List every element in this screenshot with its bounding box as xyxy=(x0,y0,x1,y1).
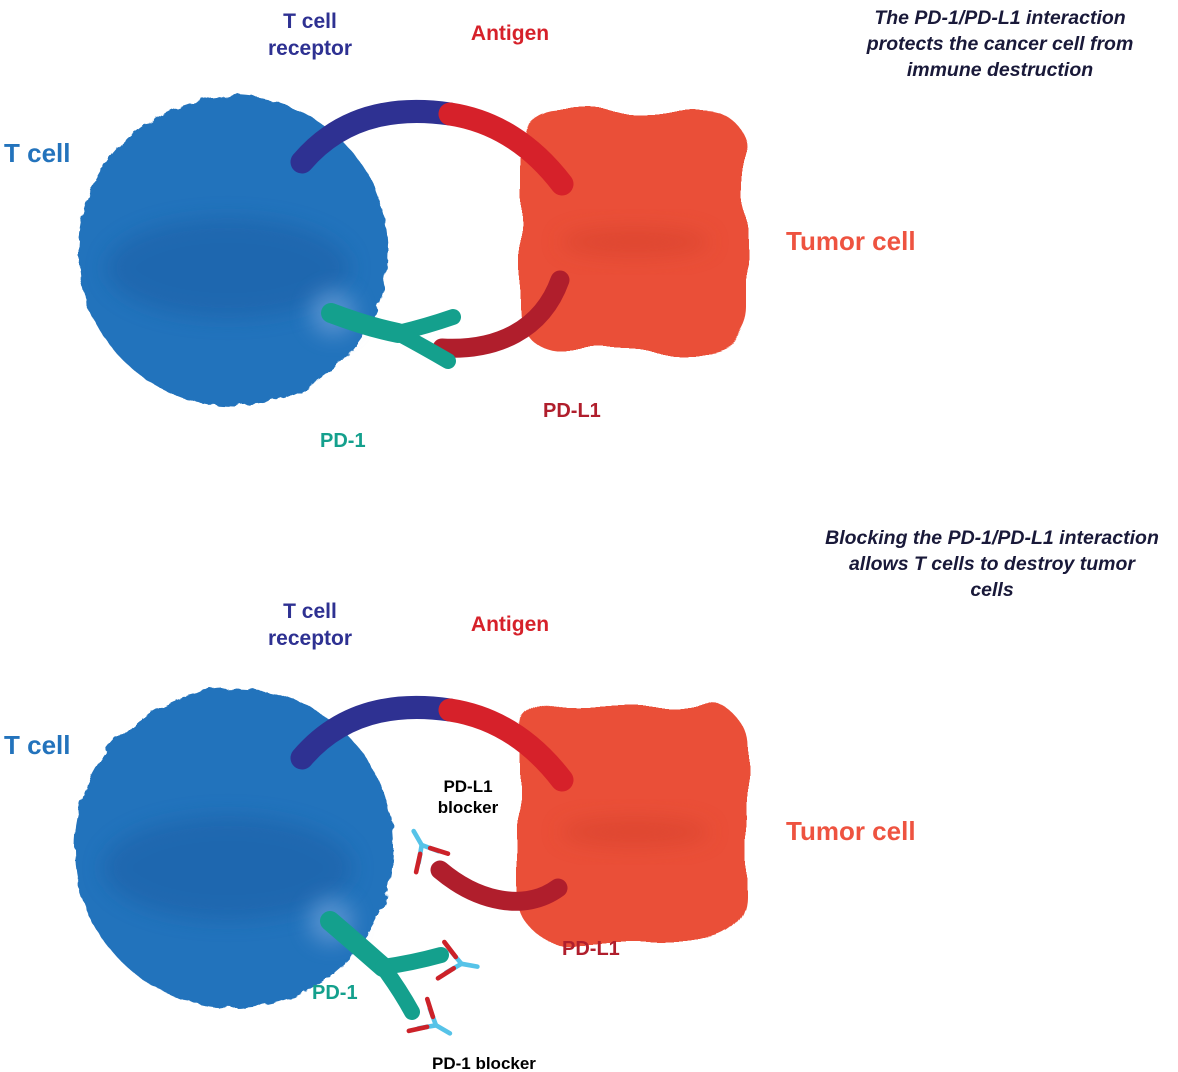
t-cell-receptor-label-line2: receptor xyxy=(267,627,353,650)
headline-bottom-line3: cells xyxy=(970,579,1014,601)
antigen-arm xyxy=(438,698,574,792)
tumor-cell-label-bottom: Tumor cell xyxy=(786,816,916,846)
pd1-receptor-y xyxy=(320,911,449,1020)
pd1-receptor-y xyxy=(321,303,461,369)
headline-top: The PD-1/PD-L1 interaction protects the … xyxy=(830,5,1170,83)
t-cell-receptor-label-line2: receptor xyxy=(267,37,353,60)
t-cell-inner-shading xyxy=(103,816,353,920)
pdl1-ligand-arm xyxy=(430,860,568,911)
headline-bottom-line2: allows T cells to destroy tumor xyxy=(848,553,1136,575)
pdl1-label-top: PD-L1 xyxy=(543,400,601,422)
tumor-cell-inner-shading xyxy=(560,817,710,847)
panel-bottom-figure xyxy=(74,688,749,1049)
panel-top-figure xyxy=(78,96,749,406)
antigen-label-top: Antigen xyxy=(470,22,550,45)
headline-top-line3: immune destruction xyxy=(906,59,1094,81)
tumor-cell-label-top: Tumor cell xyxy=(786,226,916,256)
headline-bottom: Blocking the PD-1/PD-L1 interaction allo… xyxy=(806,525,1178,603)
antigen-label-bottom: Antigen xyxy=(470,613,550,636)
headline-top-line1: The PD-1/PD-L1 interaction xyxy=(874,7,1126,29)
pd1-blocker-label: PD-1 blocker xyxy=(432,1054,536,1072)
pd1-label-bottom: PD-1 xyxy=(312,982,358,1004)
t-cell-inner-shading xyxy=(106,218,350,318)
antigen-arm xyxy=(438,102,574,196)
headline-bottom-line1: Blocking the PD-1/PD-L1 interaction xyxy=(825,527,1159,549)
t-cell-receptor-arm xyxy=(290,99,462,174)
pdl1-blocker-label: PD-L1 blocker xyxy=(416,776,520,818)
t-cell-receptor-label-line1: T cell xyxy=(283,10,337,33)
t-cell-receptor-arm xyxy=(290,695,462,770)
headline-top-line2: protects the cancer cell from xyxy=(866,33,1134,55)
tumor-cell-inner-shading xyxy=(560,227,710,257)
t-cell-receptor-label-bottom: T cell receptor xyxy=(235,598,385,652)
pdl1-blocker-label-line1: PD-L1 xyxy=(443,777,493,796)
t-cell-receptor-label-top: T cell receptor xyxy=(235,8,385,62)
pdl1-blocker-label-line2: blocker xyxy=(437,798,499,817)
t-cell-receptor-label-line1: T cell xyxy=(283,600,337,623)
t-cell-label-bottom: T cell xyxy=(4,730,71,760)
pd1-label-top: PD-1 xyxy=(320,430,366,452)
pdl1-label-bottom: PD-L1 xyxy=(562,938,620,960)
t-cell-label-top: T cell xyxy=(4,138,71,168)
pdl1-ligand-arm xyxy=(432,270,570,358)
